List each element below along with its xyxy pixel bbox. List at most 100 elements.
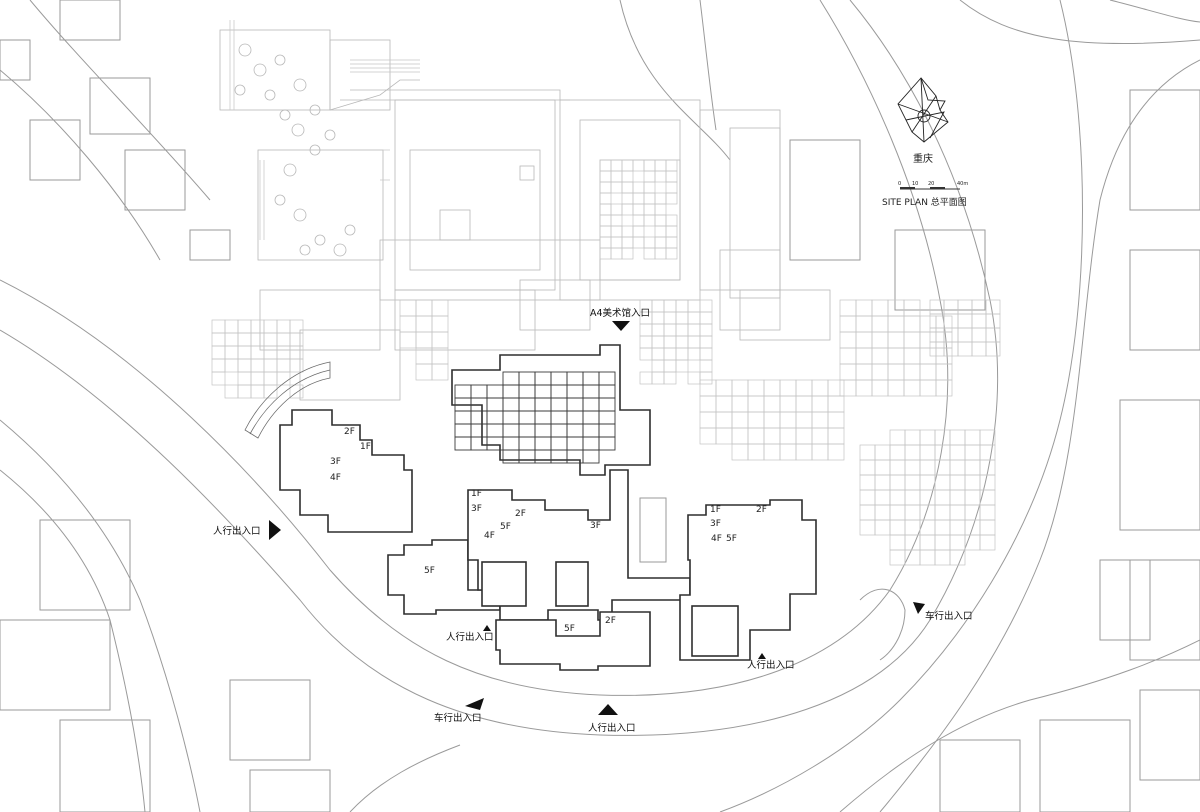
floor-label: 3F (710, 519, 721, 529)
grid-cell (904, 444, 921, 461)
grid-cell (651, 347, 665, 361)
grid-cell (904, 459, 921, 476)
grid-cell (795, 395, 813, 413)
grid-cell (639, 335, 653, 349)
grid-cell (699, 371, 713, 385)
grid-cell (715, 411, 733, 429)
grid-cell (919, 474, 936, 491)
grid-cell (935, 363, 953, 381)
grid-cell (839, 315, 857, 333)
grid-cell (699, 395, 717, 413)
grid-cell (632, 236, 645, 249)
grid-cell (687, 347, 701, 361)
grid-cell (599, 225, 612, 238)
grid-cell (949, 489, 966, 506)
grid-cell (675, 299, 689, 313)
grid-cell (643, 181, 656, 194)
grid-cell (855, 347, 873, 365)
grid-cell (654, 225, 667, 238)
grid-cell (639, 347, 653, 361)
grid-cell (211, 345, 226, 360)
grid-cell (654, 214, 667, 227)
grid-cell (654, 170, 667, 183)
grid-cell (964, 489, 981, 506)
grid-cell (715, 427, 733, 445)
grid-cell (871, 315, 889, 333)
grid-cell (919, 429, 936, 446)
grid-cell (610, 203, 623, 216)
grid-cell (795, 427, 813, 445)
grid-cell (665, 225, 678, 238)
grid-cell (763, 427, 781, 445)
grid-cell (919, 519, 936, 536)
grid-cell (632, 214, 645, 227)
scale-tick-10: 10 (912, 181, 918, 187)
grid-cell (903, 315, 921, 333)
grid-cell (289, 358, 304, 373)
grid-cell (979, 504, 996, 521)
grid-cell (827, 427, 845, 445)
grid-cell (250, 371, 265, 386)
gallery-cell (454, 423, 472, 438)
grid-cell (263, 332, 278, 347)
grid-cell (874, 519, 891, 536)
grid-cell (654, 236, 667, 249)
grid-cell (763, 411, 781, 429)
grid-cell (731, 379, 749, 397)
grid-cell (237, 371, 252, 386)
grid-cell (651, 335, 665, 349)
grid-cell (651, 323, 665, 337)
grid-cell (610, 225, 623, 238)
grid-cell (779, 443, 797, 461)
grid-cell (699, 335, 713, 349)
grid-cell (599, 236, 612, 249)
gallery-cell (598, 436, 616, 451)
grid-cell (610, 247, 623, 260)
grid-cell (599, 192, 612, 205)
grid-cell (224, 345, 239, 360)
floor-label: 5F (726, 534, 737, 544)
grid-cell (964, 459, 981, 476)
grid-cell (651, 299, 665, 313)
grid-cell (289, 384, 304, 399)
grid-cell (949, 504, 966, 521)
grid-cell (399, 315, 417, 333)
grid-cell (919, 331, 937, 349)
scale-tick-20: 20 (928, 181, 934, 187)
north-arrow-icon (897, 77, 949, 143)
north-landscape (219, 20, 831, 401)
grid-cell (935, 379, 953, 397)
grid-cell (610, 181, 623, 194)
grid-cell (599, 159, 612, 172)
vehicle-entrance-south-marker (465, 698, 484, 710)
floor-label: 3F (471, 504, 482, 514)
grid-cell (985, 327, 1001, 343)
floor-label: 4F (330, 473, 341, 483)
grid-cell (903, 363, 921, 381)
grid-cell (855, 299, 873, 317)
grid-cell (663, 335, 677, 349)
grid-cell (263, 358, 278, 373)
grid-cell (621, 203, 634, 216)
grid-cell (889, 429, 906, 446)
grid-cell (874, 459, 891, 476)
grid-cell (827, 411, 845, 429)
ped-entrance-center2-marker (598, 704, 618, 715)
grid-cell (887, 315, 905, 333)
grid-cell (731, 395, 749, 413)
grid-cell (949, 429, 966, 446)
scale-tick-40: 40m (957, 181, 968, 187)
grid-cell (610, 159, 623, 172)
grid-cell (675, 311, 689, 325)
grid-cell (889, 459, 906, 476)
grid-cell (779, 379, 797, 397)
grid-cell (859, 459, 876, 476)
floor-label: 2F (515, 509, 526, 519)
grid-cell (643, 236, 656, 249)
ped-entrance-center1-marker (483, 625, 491, 631)
grid-cell (643, 170, 656, 183)
grid-cell (715, 395, 733, 413)
floor-label: 1F (471, 489, 482, 499)
grid-cell (699, 311, 713, 325)
grid-cell (811, 395, 829, 413)
